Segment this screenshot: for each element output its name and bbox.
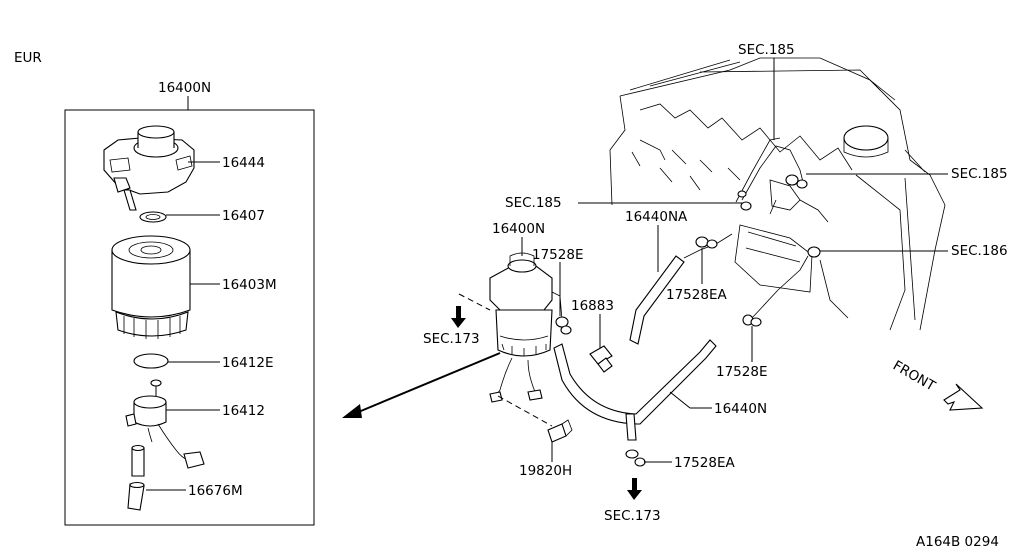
- sec186-fitting: [807, 246, 821, 258]
- sec173-bottom-arrow: [627, 478, 642, 500]
- front-label: FRONT: [890, 358, 939, 395]
- label-sec186: SEC.186: [951, 243, 1008, 259]
- clamp-17528EA-upper: [695, 236, 718, 249]
- sec185-fitting-right: [785, 174, 808, 189]
- engine-block: [609, 57, 946, 331]
- alignment-dash-1: [458, 293, 491, 311]
- main-filter-assembly: [489, 252, 563, 403]
- label-17528EA-lower: 17528EA: [674, 455, 735, 471]
- clamp-17528EA-lower: [625, 449, 646, 467]
- label-sec185-right: SEC.185: [951, 166, 1008, 182]
- assembly-label: 16400N: [158, 80, 211, 96]
- label-17528E-upper: 17528E: [532, 247, 583, 263]
- leader-16440N-a: [669, 391, 691, 409]
- label-sec185-top: SEC.185: [738, 42, 795, 58]
- alignment-dash-2: [497, 395, 553, 427]
- front-arrow: [943, 383, 984, 411]
- label-sec185-left: SEC.185: [505, 195, 562, 211]
- hose-16676M-part: [127, 444, 145, 511]
- exploded-view-frame: [64, 109, 315, 526]
- part-label-16444: 16444: [222, 155, 265, 171]
- part-label-16412E: 16412E: [222, 355, 273, 371]
- label-sec173-left: SEC.173: [423, 331, 480, 347]
- region-label: EUR: [14, 50, 42, 66]
- sec173-left-arrow: [451, 306, 466, 328]
- label-17528EA-upper: 17528EA: [666, 287, 727, 303]
- bracket-19820H: [547, 419, 573, 443]
- label-17528E-right: 17528E: [716, 364, 767, 380]
- connector-16883: [589, 345, 613, 373]
- filter-head-part: [103, 125, 195, 211]
- gasket-part: [133, 353, 169, 369]
- sec185-fitting-left: [737, 190, 752, 211]
- explode-arrow: [342, 352, 501, 418]
- diagram-code: A164B 0294: [916, 534, 999, 550]
- label-16440N: 16440N: [714, 401, 767, 417]
- label-16440NA: 16440NA: [625, 209, 688, 225]
- part-label-16407: 16407: [222, 208, 265, 224]
- label-19820H: 19820H: [519, 463, 572, 479]
- part-label-16676M: 16676M: [188, 483, 243, 499]
- label-sec173-bottom: SEC.173: [604, 508, 661, 524]
- part-label-16412: 16412: [222, 403, 265, 419]
- label-16883: 16883: [571, 298, 614, 314]
- clamp-17528E-upper: [555, 316, 572, 335]
- main-assembly-label: 16400N: [492, 221, 545, 237]
- water-sensor-part: [125, 379, 205, 469]
- o-ring-part: [139, 211, 167, 223]
- clamp-17528E-right: [742, 314, 762, 327]
- filter-cartridge-part: [111, 235, 191, 339]
- fuel-hoses: [553, 137, 809, 441]
- part-label-16403M: 16403M: [222, 277, 277, 293]
